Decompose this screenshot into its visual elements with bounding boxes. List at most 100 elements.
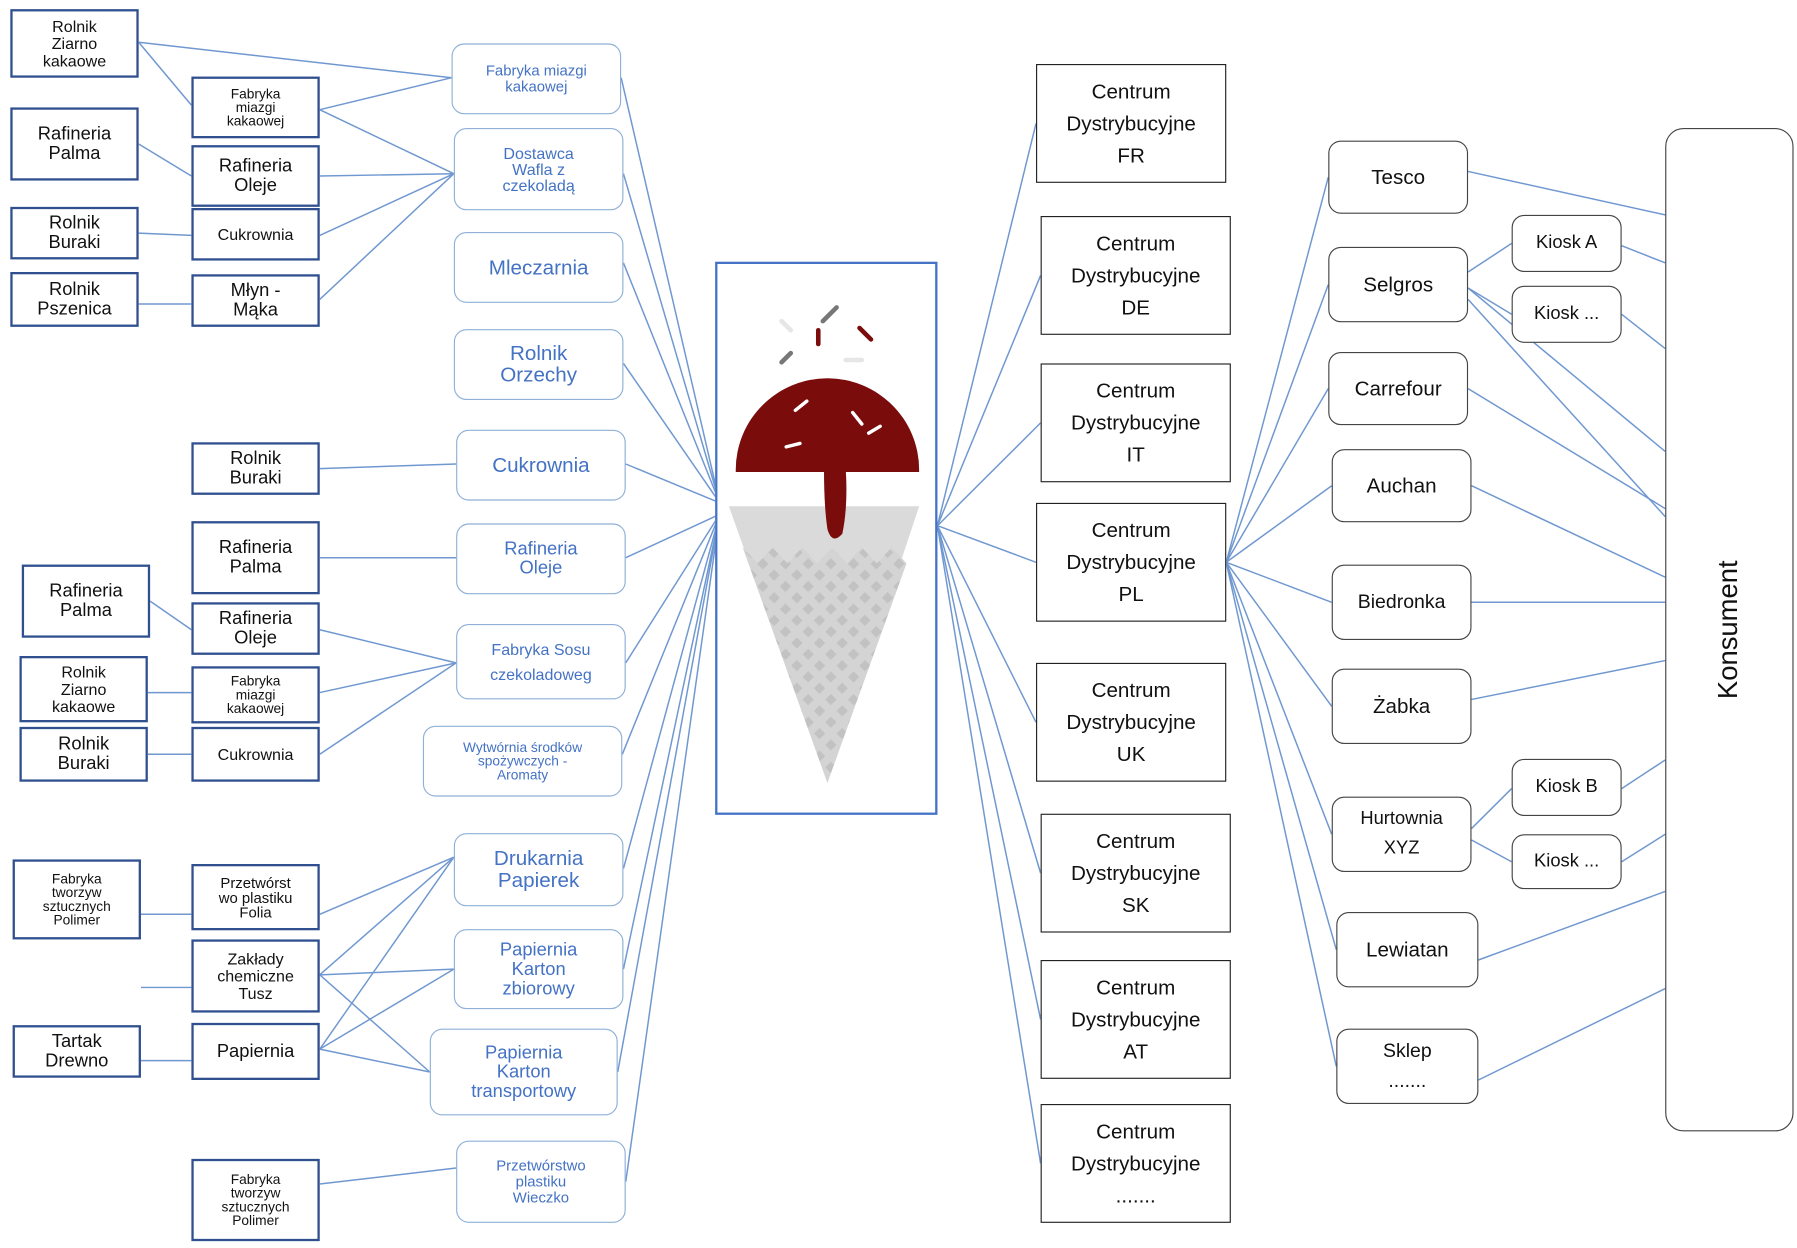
supplier-box: Papiernia — [191, 1022, 320, 1081]
connection-line — [319, 463, 457, 470]
connection-line — [1225, 562, 1337, 950]
connection-line — [625, 514, 721, 1182]
connection-line — [319, 968, 455, 1050]
connection-line — [936, 422, 1042, 527]
retailer-box: Selgros — [1328, 246, 1469, 323]
kiosk-box: Kiosk A — [1511, 214, 1622, 273]
supplier-box: Rafineria Palma — [21, 564, 151, 638]
kiosk-box: Kiosk B — [1511, 758, 1622, 817]
retailer-box: Lewiatan — [1336, 912, 1479, 988]
processor-box: Mleczarnia — [453, 232, 624, 303]
distribution-center-box: Centrum Dystrybucyjne SK — [1040, 813, 1231, 933]
distribution-center-box: Centrum Dystrybucyjne PL — [1036, 502, 1227, 622]
distribution-center-box: Centrum Dystrybucyjne AT — [1040, 960, 1231, 1079]
supplier-box: Młyn - Mąka — [191, 274, 320, 327]
connection-line — [936, 525, 1042, 1164]
ice-cream-scoop — [735, 378, 920, 473]
supplier-box: Rafineria Oleje — [191, 145, 320, 207]
connection-line — [1225, 284, 1329, 563]
retailer-box: Hurtownia XYZ — [1331, 796, 1472, 873]
kiosk-box: Kiosk ... — [1511, 834, 1622, 890]
connection-line — [1225, 561, 1332, 603]
connection-line — [138, 232, 192, 237]
connection-line — [1467, 387, 1666, 510]
connection-line — [622, 173, 721, 504]
distribution-center-box: Centrum Dystrybucyjne UK — [1036, 662, 1227, 782]
processor-box: Rafineria Oleje — [456, 523, 626, 595]
connection-line — [936, 525, 1037, 723]
connection-line — [149, 600, 192, 631]
retailer-box: Tesco — [1328, 140, 1469, 214]
connection-line — [319, 173, 455, 237]
processor-box: Fabryka miazgi kakaowej — [451, 43, 622, 115]
connection-line — [621, 514, 721, 755]
supplier-box: Cukrownia — [191, 208, 320, 261]
supplier-box: Cukrownia — [191, 726, 320, 782]
supplier-box: Zakłady chemiczne Tusz — [191, 939, 320, 1013]
processor-box: Drukarnia Papierek — [453, 833, 624, 907]
consumer-label: Konsument — [1713, 560, 1745, 700]
supplier-box: Rafineria Palma — [191, 521, 320, 595]
connection-line — [319, 856, 455, 1050]
supplier-box: Rolnik Buraki — [191, 442, 320, 495]
connection-line — [620, 77, 721, 504]
connection-line — [1467, 287, 1513, 315]
connection-line — [622, 262, 721, 504]
processor-box: Przetwórstwo plastiku Wieczko — [456, 1140, 626, 1223]
retailer-box: Carrefour — [1328, 352, 1469, 426]
connection-line — [1478, 987, 1666, 1081]
supplier-box: Przetwórst wo plastiku Folia — [191, 864, 320, 931]
connection-line — [1225, 561, 1333, 707]
supplier-box: Rolnik Buraki — [10, 206, 139, 260]
supplier-box: Rafineria Palma — [10, 107, 139, 181]
connection-line — [1471, 659, 1666, 701]
processor-box: Cukrownia — [456, 429, 626, 501]
connection-line — [319, 628, 457, 664]
connection-line — [1470, 788, 1513, 830]
connection-line — [319, 968, 454, 976]
distribution-center-box: Centrum Dystrybucyjne DE — [1040, 216, 1231, 335]
supplier-box: Rolnik Ziarno kakaowe — [19, 656, 148, 723]
supplier-box: Rolnik Ziarno kakaowe — [10, 9, 139, 78]
connection-line — [319, 173, 455, 300]
connection-line — [138, 41, 192, 106]
retailer-box: Sklep ....... — [1336, 1028, 1479, 1105]
distribution-center-box: Centrum Dystrybucyjne IT — [1040, 363, 1231, 483]
processor-box: Papiernia Karton transportowy — [429, 1028, 618, 1116]
kiosk-box: Kiosk ... — [1511, 285, 1622, 343]
processor-box: Rolnik Orzechy — [453, 329, 624, 401]
connection-line — [1225, 388, 1329, 563]
connection-line — [625, 513, 721, 664]
supplier-box: Rafineria Oleje — [191, 602, 320, 655]
connection-line — [319, 662, 457, 694]
connection-line — [319, 974, 431, 1073]
product-center-frame — [715, 261, 938, 815]
connection-line — [936, 275, 1042, 526]
connection-line — [1478, 890, 1666, 961]
processor-box: Fabryka Sosu czekoladoweg — [456, 624, 626, 700]
retailer-box: Auchan — [1331, 449, 1472, 523]
supplier-box: Fabryka miazgi kakaowej — [191, 666, 320, 724]
chocolate-drip — [824, 469, 847, 539]
connection-line — [1225, 485, 1333, 563]
ice-cream-cone-icon — [728, 305, 920, 783]
connection-line — [622, 514, 721, 869]
connection-line — [138, 41, 452, 79]
connection-line — [936, 525, 1042, 1020]
distribution-center-box: Centrum Dystrybucyjne FR — [1036, 64, 1227, 183]
connection-line — [1467, 287, 1666, 453]
distribution-center-box: Centrum Dystrybucyjne ....... — [1040, 1104, 1231, 1223]
connection-line — [1471, 485, 1666, 578]
connection-line — [319, 1167, 457, 1185]
connection-line — [625, 463, 720, 504]
connection-line — [622, 363, 721, 504]
connection-line — [1467, 242, 1513, 273]
connection-line — [1225, 176, 1329, 563]
processor-box: Wytwórnia środków spożywczych - Aromaty — [422, 725, 623, 797]
connection-line — [1225, 562, 1338, 1067]
connection-line — [319, 856, 455, 915]
connection-line — [1467, 298, 1666, 518]
supplier-box: Rolnik Pszenica — [10, 272, 139, 327]
